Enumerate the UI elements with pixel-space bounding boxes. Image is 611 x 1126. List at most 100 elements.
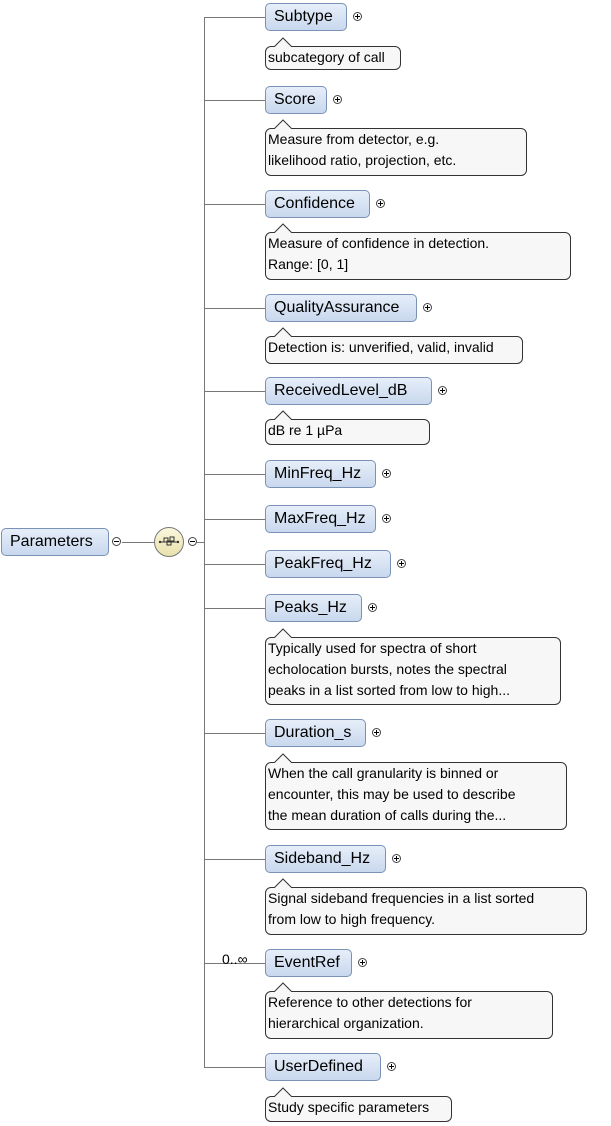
compositor-collapse-icon[interactable] (188, 537, 197, 546)
root-connector (122, 542, 155, 543)
expand-icon[interactable] (353, 12, 362, 21)
expand-icon[interactable] (376, 199, 385, 208)
expand-icon[interactable] (358, 958, 367, 967)
documentation-line: from low to high frequency. (268, 911, 436, 927)
documentation-line: peaks in a list sorted from low to high.… (268, 682, 510, 698)
element-node-minfreq-hz[interactable]: MinFreq_Hz (265, 460, 376, 488)
branch-connector (204, 474, 265, 475)
branch-connector (204, 859, 265, 860)
cardinality-label: 0..∞ (222, 951, 248, 967)
documentation-box: When the call granularity is binned or en… (265, 753, 567, 830)
documentation-box: subcategory of call (265, 37, 401, 70)
documentation-line: the mean duration of calls during the... (268, 807, 507, 823)
documentation-box: Signal sideband frequencies in a list so… (265, 878, 587, 935)
documentation-tab-icon (274, 223, 292, 233)
element-node-userdefined[interactable]: UserDefined (265, 1053, 381, 1081)
element-node-receivedlevel-db[interactable]: ReceivedLevel_dB (265, 377, 432, 405)
element-node-qualityassurance[interactable]: QualityAssurance (265, 294, 417, 322)
documentation-line: dB re 1 µPa (268, 422, 343, 438)
branch-connector (204, 1067, 265, 1068)
expand-icon[interactable] (382, 469, 391, 478)
compositor-connector (197, 542, 204, 543)
branch-connector (204, 17, 265, 18)
branch-connector (204, 391, 265, 392)
element-node-subtype[interactable]: Subtype (265, 3, 347, 31)
branch-connector (204, 608, 265, 609)
documentation-box: Reference to other detections for hierarc… (265, 982, 553, 1039)
branch-connector (204, 100, 265, 101)
documentation-line: Study specific parameters (268, 1099, 430, 1115)
element-label: Score (274, 91, 316, 108)
documentation-line: encounter, this may be used to describe (268, 786, 516, 802)
expand-icon[interactable] (382, 514, 391, 523)
element-label: Sideband_Hz (274, 850, 371, 867)
documentation-line: Detection is: unverified, valid, invalid (268, 339, 494, 355)
documentation-box: dB re 1 µPa (265, 410, 430, 445)
documentation-box: Typically used for spectra of short echol… (265, 628, 561, 705)
documentation-line: Range: [0, 1] (268, 256, 349, 272)
documentation-line: echolocation bursts, notes the spectral (268, 661, 507, 677)
documentation-tab-icon (274, 982, 292, 992)
expand-icon[interactable] (333, 95, 342, 104)
element-node-eventref[interactable]: EventRef (265, 949, 352, 977)
expand-icon[interactable] (397, 559, 406, 568)
element-label: Confidence (274, 195, 355, 212)
element-label: MaxFreq_Hz (274, 510, 366, 527)
element-node-peaks-hz[interactable]: Peaks_Hz (265, 594, 362, 622)
documentation-line: Typically used for spectra of short (268, 640, 477, 656)
element-label: Subtype (274, 8, 333, 25)
documentation-tab-icon (274, 37, 292, 47)
element-node-confidence[interactable]: Confidence (265, 190, 370, 218)
element-node-score[interactable]: Score (265, 86, 327, 114)
documentation-box: Detection is: unverified, valid, invalid (265, 327, 523, 364)
expand-icon[interactable] (392, 854, 401, 863)
branch-connector (204, 519, 265, 520)
element-label: MinFreq_Hz (274, 465, 362, 482)
element-label: Peaks_Hz (274, 599, 347, 616)
documentation-tab-icon (274, 753, 292, 763)
documentation-box: Measure of confidence in detection. Range… (265, 223, 571, 280)
element-node-sideband-hz[interactable]: Sideband_Hz (265, 845, 386, 873)
branch-connector (204, 963, 265, 964)
branch-connector (204, 308, 265, 309)
documentation-box: Study specific parameters (265, 1087, 452, 1122)
documentation-line: likelihood ratio, projection, etc. (268, 152, 457, 168)
documentation-line: Reference to other detections for (268, 994, 472, 1010)
documentation-tab-icon (274, 1087, 292, 1097)
expand-icon[interactable] (368, 603, 377, 612)
documentation-box: Measure from detector, e.g. likelihood ra… (265, 119, 527, 176)
documentation-tab-icon (274, 119, 292, 129)
documentation-line: Measure from detector, e.g. (268, 131, 440, 147)
documentation-tab-icon (274, 327, 292, 337)
branch-connector (204, 204, 265, 205)
element-label: Duration_s (274, 724, 352, 741)
expand-icon[interactable] (423, 303, 432, 312)
branch-connector (204, 564, 265, 565)
documentation-line: When the call granularity is binned or (268, 765, 499, 781)
expand-icon[interactable] (387, 1062, 396, 1071)
documentation-tab-icon (274, 410, 292, 420)
element-node-duration-s[interactable]: Duration_s (265, 719, 366, 747)
expand-icon[interactable] (438, 386, 447, 395)
root-node-parameters[interactable]: Parameters (1, 528, 109, 556)
branch-trunk (204, 17, 205, 1068)
sequence-compositor-icon[interactable] (154, 527, 184, 557)
documentation-tab-icon (274, 878, 292, 888)
element-label: UserDefined (274, 1058, 363, 1075)
element-label: PeakFreq_Hz (274, 555, 372, 572)
branch-connector (204, 733, 265, 734)
element-label: ReceivedLevel_dB (274, 382, 408, 399)
root-node-label: Parameters (10, 533, 93, 550)
documentation-tab-icon (274, 628, 292, 638)
element-node-peakfreq-hz[interactable]: PeakFreq_Hz (265, 550, 391, 578)
element-node-maxfreq-hz[interactable]: MaxFreq_Hz (265, 505, 376, 533)
documentation-line: hierarchical organization. (268, 1015, 424, 1031)
documentation-line: Measure of confidence in detection. (268, 235, 490, 251)
root-collapse-icon[interactable] (112, 537, 121, 546)
element-label: QualityAssurance (274, 299, 400, 316)
documentation-line: subcategory of call (268, 49, 385, 65)
element-label: EventRef (274, 954, 340, 971)
documentation-line: Signal sideband frequencies in a list so… (268, 890, 535, 906)
expand-icon[interactable] (372, 728, 381, 737)
